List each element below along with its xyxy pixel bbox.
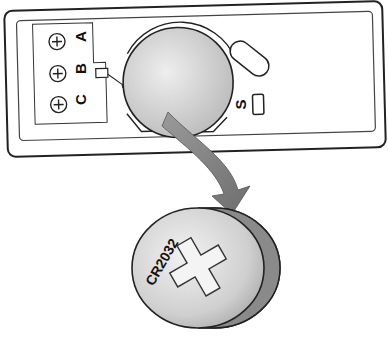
terminal-label: C [73, 94, 88, 105]
coin-cell [132, 208, 280, 328]
removal-arrow [162, 112, 250, 214]
oval-slot [226, 37, 273, 80]
terminal-strip [33, 22, 108, 124]
screw-terminals [49, 33, 67, 112]
battery-type-label: CR2032 [143, 236, 181, 287]
contact-pad [96, 68, 108, 77]
terminal-label: B [73, 63, 88, 74]
switch-label: S [232, 99, 247, 109]
panel-inner-edge [16, 11, 375, 140]
panel-housing [4, 1, 386, 157]
switch [252, 94, 264, 114]
contact-wire [108, 74, 124, 86]
terminal-label: A [73, 31, 88, 42]
